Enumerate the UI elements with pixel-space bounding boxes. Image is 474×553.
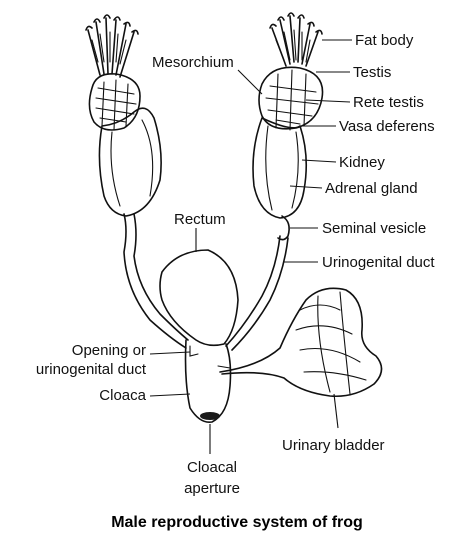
label-cloacal-aperture-line2: aperture: [184, 480, 240, 497]
left-testis: [88, 72, 141, 131]
right-fat-body: [269, 12, 323, 67]
right-testis: [258, 66, 324, 131]
rectum: [159, 249, 239, 347]
label-opening-line1: Opening or: [72, 342, 146, 359]
label-kidney: Kidney: [339, 154, 385, 171]
label-urinogenital-duct: Urinogenital duct: [322, 254, 435, 271]
figure-caption: Male reproductive system of frog: [111, 514, 363, 531]
label-adrenal-gland: Adrenal gland: [325, 180, 418, 197]
left-kidney: [98, 107, 162, 217]
label-vasa-deferens: Vasa deferens: [339, 118, 435, 135]
cloaca: [184, 339, 232, 424]
urinogenital-ducts: [123, 213, 290, 351]
label-rete-testis: Rete testis: [353, 94, 424, 111]
urinary-bladder: [219, 287, 383, 398]
label-mesorchium: Mesorchium: [152, 54, 234, 71]
label-rectum: Rectum: [174, 211, 226, 228]
cloacal-aperture-mark: [200, 412, 220, 420]
label-seminal-vesicle: Seminal vesicle: [322, 220, 426, 237]
leader-lines: [149, 39, 352, 454]
label-urinary-bladder: Urinary bladder: [282, 437, 385, 454]
left-fat-body: [85, 14, 139, 78]
label-fat-body: Fat body: [355, 32, 414, 49]
label-testis: Testis: [353, 64, 391, 81]
label-opening-line2: urinogenital duct: [36, 361, 147, 378]
right-kidney: [252, 117, 308, 219]
label-cloacal-aperture-line1: Cloacal: [187, 459, 237, 476]
label-cloaca: Cloaca: [99, 387, 146, 404]
